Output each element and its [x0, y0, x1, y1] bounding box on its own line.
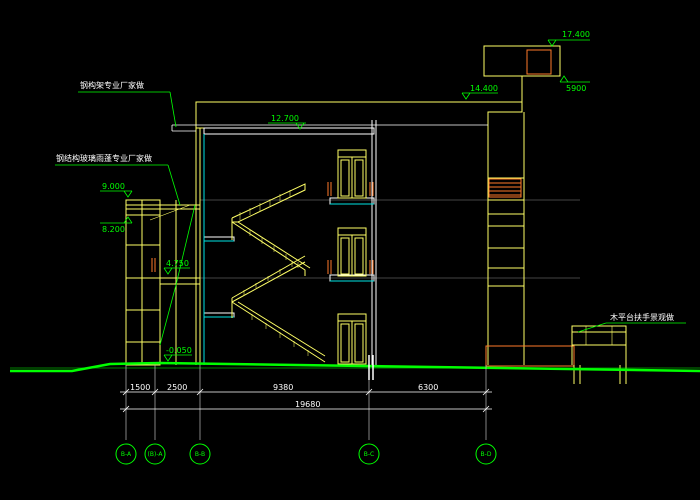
note-glass-canopy: 钢结构玻璃雨蓬专业厂家做: [56, 153, 152, 163]
elev-15900: 5900: [566, 84, 586, 93]
stair-treads: [239, 190, 309, 356]
dim-2500: 2500: [167, 383, 187, 392]
axis-label-2: (B)-A: [148, 451, 164, 458]
axis-bubble-5: [475, 443, 497, 465]
elevation-markers: [100, 39, 590, 362]
elev-14400: 14.400: [470, 84, 498, 93]
elev-9000: 9.000: [102, 182, 125, 191]
axis-label-1: B-A: [121, 451, 132, 458]
main-building-outline: [171, 101, 523, 365]
elev-4750: 4.750: [166, 259, 189, 268]
structural-columns: [203, 134, 374, 365]
wood-platform: [571, 325, 627, 384]
annotation-notes: 钢构架专业厂家做 钢结构玻璃雨蓬专业厂家做 木平台扶手景观做: [56, 80, 674, 322]
ground-line: [10, 361, 700, 373]
dim-9380: 9380: [273, 383, 293, 392]
roof-structure: [483, 45, 561, 102]
axis-bubble-3: [189, 443, 211, 465]
ground-annex: [485, 345, 575, 367]
dim-1500: 1500: [130, 383, 150, 392]
louver-panel: [488, 178, 522, 198]
axis-lines: [125, 355, 487, 440]
axis-bubble-1: [115, 443, 137, 465]
elev-m0050: -0.050: [166, 346, 192, 355]
elev-17400: 17.400: [562, 30, 590, 39]
note-steel-frame: 钢构架专业厂家做: [80, 80, 144, 90]
axis-label-3: B-B: [195, 451, 205, 458]
axis-label-4: B-C: [364, 451, 374, 458]
axis-bubble-2: [144, 443, 166, 465]
dim-6300: 6300: [418, 383, 438, 392]
elev-12700: 12.700: [271, 114, 299, 123]
frame-orange-accents: [151, 182, 374, 274]
note-wood-platform: 木平台扶手景观做: [610, 312, 674, 322]
annotation-leaders: [55, 91, 686, 346]
elevation-labels: 17.400 5900 14.400 12.700 9.000 8.200 4.…: [102, 30, 590, 355]
doors: [337, 149, 367, 365]
axis-label-5: B-D: [481, 451, 492, 458]
dimension-lines: [120, 388, 492, 413]
elev-8200: 8.200: [102, 225, 125, 234]
axis-labels: B-A (B)-A B-B B-C B-D: [121, 451, 492, 458]
right-facade: [487, 112, 525, 365]
dimension-labels: 1500 2500 9380 6300 19680: [130, 383, 438, 409]
steel-frame-structure: [125, 199, 200, 366]
staircase: [231, 183, 326, 363]
axis-bubbles: [115, 443, 497, 465]
dim-total: 19680: [295, 400, 320, 409]
axis-bubble-4: [358, 443, 380, 465]
